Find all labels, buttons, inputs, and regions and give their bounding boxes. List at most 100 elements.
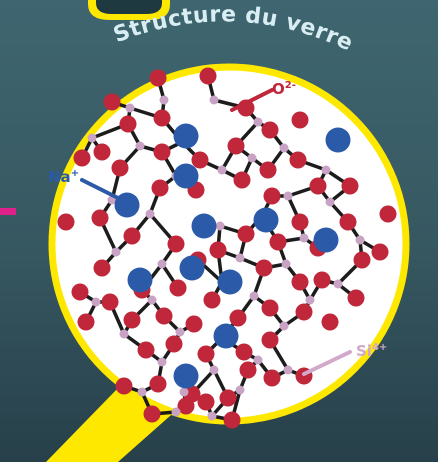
silicon-atom (175, 327, 185, 337)
oxygen-atom (103, 93, 121, 111)
oxygen-atom (233, 171, 251, 189)
oxygen-atom (153, 109, 171, 127)
oxygen-atom (223, 411, 241, 429)
silicon-atom (253, 117, 263, 127)
pointer-sodium (80, 178, 124, 202)
silicon-atom (283, 365, 293, 375)
silicon-atom (157, 357, 167, 367)
silicon-atom (159, 95, 169, 105)
oxygen-atom (291, 213, 309, 231)
oxygen-atom (197, 345, 215, 363)
silicon-atom (305, 295, 315, 305)
sodium-ion (191, 213, 217, 239)
oxygen-atom (115, 377, 133, 395)
oxygen-atom (167, 235, 185, 253)
accent-bar (0, 208, 16, 215)
pointer-silicon (302, 350, 352, 376)
sodium-ion (127, 267, 153, 293)
silicon-atom (125, 103, 135, 113)
silicon-atom (87, 133, 97, 143)
oxygen-atom (155, 307, 173, 325)
silicon-atom (209, 95, 219, 105)
silicon-atom (209, 365, 219, 375)
oxygen-atom (341, 177, 359, 195)
structure-circle (48, 63, 410, 425)
label-silicon: Si4+ (356, 342, 387, 360)
silicon-atom (119, 329, 129, 339)
oxygen-atom (111, 159, 129, 177)
oxygen-atom (71, 283, 89, 301)
oxygen-atom (313, 271, 331, 289)
oxygen-atom (93, 143, 111, 161)
oxygen-atom (291, 273, 309, 291)
silicon-atom (111, 247, 121, 257)
oxygen-atom (197, 393, 215, 411)
oxygen-atom (77, 313, 95, 331)
silicon-atom (91, 297, 101, 307)
oxygen-atom (347, 289, 365, 307)
oxygen-atom (119, 115, 137, 133)
oxygen-atom (261, 121, 279, 139)
silicon-atom (157, 259, 167, 269)
oxygen-atom (219, 389, 237, 407)
oxygen-atom (137, 341, 155, 359)
oxygen-atom (379, 205, 397, 223)
top-badge-inner (96, 0, 162, 14)
silicon-atom (279, 321, 289, 331)
silicon-atom (279, 143, 289, 153)
oxygen-atom (239, 361, 257, 379)
sodium-ion (179, 255, 205, 281)
oxygen-atom (261, 331, 279, 349)
silicon-atoms (87, 95, 365, 421)
oxygen-atom (259, 161, 277, 179)
silicon-atom (253, 355, 263, 365)
oxygen-atom (93, 259, 111, 277)
oxygen-atom (295, 303, 313, 321)
silicon-atom (179, 387, 189, 397)
oxygen-atom (321, 313, 339, 331)
oxygen-atom (169, 279, 187, 297)
oxygen-atom (91, 209, 109, 227)
oxygen-atom (229, 309, 247, 327)
oxygen-atom (227, 137, 245, 155)
oxygen-atom (149, 69, 167, 87)
silicon-atom (137, 387, 147, 397)
pointer-oxygen (230, 88, 274, 112)
oxygen-atom (291, 111, 309, 129)
sodium-ion (173, 163, 199, 189)
oxygen-atom (151, 179, 169, 197)
sodium-ion (253, 207, 279, 233)
silicon-atom (249, 291, 259, 301)
oxygen-atom (353, 251, 371, 269)
oxygen-atom (255, 259, 273, 277)
silicon-atom (235, 385, 245, 395)
oxygen-atom (123, 227, 141, 245)
oxygen-atom (57, 213, 75, 231)
silicon-atom (171, 407, 181, 417)
sodium-ion (213, 323, 239, 349)
oxygen-atom (339, 213, 357, 231)
silicon-atom (235, 253, 245, 263)
silicon-atom (283, 191, 293, 201)
oxygen-atom (185, 315, 203, 333)
oxygen-atom (101, 293, 119, 311)
oxygen-atom (199, 67, 217, 85)
oxygen-atom (261, 299, 279, 317)
silicon-atom (333, 279, 343, 289)
silicon-atom (145, 209, 155, 219)
label-sodium: Na+ (48, 168, 79, 186)
oxygen-atom (177, 397, 195, 415)
oxygen-atom (263, 369, 281, 387)
oxygen-atom (309, 177, 327, 195)
silicon-atom (247, 153, 257, 163)
oxygen-atom (289, 151, 307, 169)
label-oxygen: O2- (272, 80, 296, 98)
sodium-ion (173, 123, 199, 149)
sodium-ion (217, 269, 243, 295)
oxygen-atom (123, 311, 141, 329)
silicon-atom (321, 165, 331, 175)
oxygen-atom (203, 291, 221, 309)
sodium-ion (325, 127, 351, 153)
silicon-atom (207, 411, 217, 421)
